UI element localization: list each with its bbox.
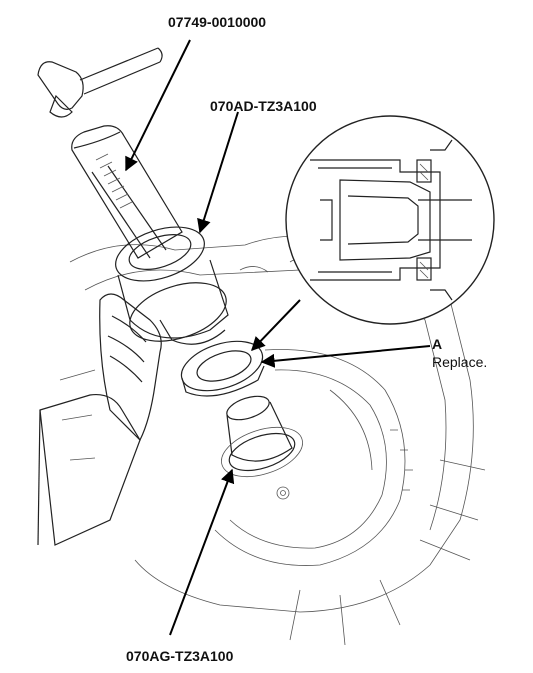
- driver-handle: [71, 125, 183, 259]
- oil-seal: [180, 340, 265, 397]
- tool-driver-callout: 070AD-TZ3A100: [210, 98, 317, 114]
- driver-attachment: [115, 226, 229, 345]
- tool-guide-callout: 070AG-TZ3A100: [126, 648, 234, 664]
- part-letter-callout: A: [432, 336, 443, 352]
- technician-hand: [37, 293, 162, 546]
- hammer: [37, 47, 163, 118]
- detail-inset: [285, 115, 495, 325]
- part-note-callout: Replace.: [432, 354, 488, 370]
- leader-lines: [125, 39, 431, 636]
- transmission-case: [59, 235, 486, 646]
- tool-handle-callout: 07749-0010000: [168, 14, 267, 30]
- seal-guide: [221, 395, 303, 478]
